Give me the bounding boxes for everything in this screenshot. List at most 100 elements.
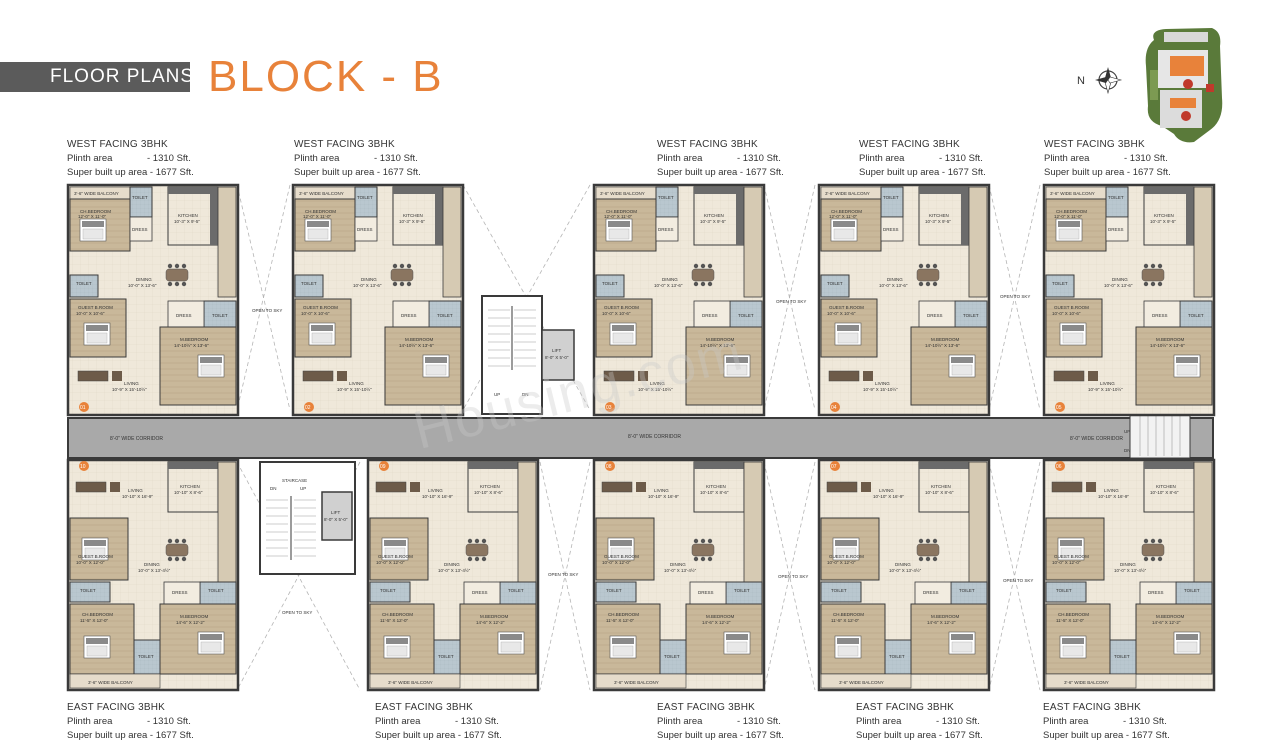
unit-number: 02: [305, 405, 311, 411]
room-size: 12'-0" X 11'-0": [78, 214, 106, 219]
room-size: 10'-10" X 8'-6": [474, 490, 503, 495]
room-label: M.BEDROOM: [1156, 337, 1185, 342]
unit-number: 08: [606, 464, 612, 470]
room-label: M.BEDROOM: [180, 337, 209, 342]
room-size: 11'-5" X 12'-0": [831, 618, 859, 623]
unit-facing: EAST FACING 3BHK: [856, 702, 955, 713]
room-label: KITCHEN: [704, 213, 724, 218]
room-label: DINING: [444, 562, 460, 567]
room-label: TOILET: [132, 195, 148, 200]
plinth-value: - 1310 Sft.: [1123, 716, 1167, 727]
lift-label: LIFT: [552, 348, 562, 353]
room-label: TOILET: [138, 654, 154, 659]
room-size: 10'-0" X 13'-4½": [664, 567, 697, 573]
plinth-label: Plinth area: [657, 153, 703, 164]
plinth-value: - 1310 Sft.: [455, 716, 499, 727]
room-size: 10'-9" X 15'-10½": [638, 386, 673, 392]
room-size: 11'-5" X 12'-0": [1056, 618, 1084, 623]
room-size: 10'-3" X 9'-5": [1150, 219, 1176, 224]
balcony-label: 3'-6" WIDE BALCONY: [825, 191, 870, 196]
room-size: 10'-0" X 13'-4½": [438, 567, 471, 573]
super-value: - 1677 Sft.: [739, 730, 784, 741]
room-label: TOILET: [606, 588, 622, 593]
unit-spec-bottom-5: EAST FACING 3BHK Plinth area- 1310 Sft. …: [1043, 701, 1170, 743]
unit-spec-bottom-3: EAST FACING 3BHK Plinth area- 1310 Sft. …: [657, 701, 784, 743]
plinth-value: - 1310 Sft.: [737, 716, 781, 727]
super-value: - 1677 Sft.: [739, 167, 784, 178]
plinth-value: - 1310 Sft.: [737, 153, 781, 164]
room-size: 10'-0" X 13'-6": [353, 283, 382, 288]
room-label: DRESS: [172, 590, 188, 595]
room-label: TOILET: [301, 281, 317, 286]
balcony-label: 3'-6" WIDE BALCONY: [88, 680, 133, 685]
balcony-label: 3'-6" WIDE BALCONY: [74, 191, 119, 196]
room-label: TOILET: [831, 588, 847, 593]
room-label: TOILET: [1108, 195, 1124, 200]
super-label: Super built up area: [67, 730, 148, 741]
corridor-label: 8'-0" WIDE CORRIDOR: [1070, 436, 1123, 442]
balcony-label: 3'-6" WIDE BALCONY: [299, 191, 344, 196]
room-label: DINING: [136, 277, 152, 282]
room-label: TOILET: [212, 313, 228, 318]
stair-down-label: DN: [270, 486, 277, 491]
room-label: GUEST B.ROOM: [829, 554, 864, 559]
super-value: - 1677 Sft.: [149, 167, 194, 178]
unit-number: 10: [80, 464, 86, 470]
room-label: TOILET: [1188, 313, 1204, 318]
room-size: 10'-0" X 10'-6": [827, 311, 856, 316]
room-label: DRESS: [401, 313, 417, 318]
room-label: LIVING: [650, 381, 665, 386]
plinth-value: - 1310 Sft.: [1124, 153, 1168, 164]
room-label: M.BEDROOM: [706, 614, 735, 619]
unit-number: 09: [380, 464, 386, 470]
unit-facing: WEST FACING 3BHK: [859, 139, 960, 150]
unit-facing: EAST FACING 3BHK: [67, 702, 166, 713]
room-label: M.BEDROOM: [405, 337, 434, 342]
room-label: TOILET: [664, 654, 680, 659]
room-label: KITCHEN: [1154, 213, 1174, 218]
room-size: 10'-10" X 16'-9": [122, 494, 153, 499]
room-size: 14'-10½" X 13'-6": [700, 342, 735, 348]
plinth-label: Plinth area: [294, 153, 340, 164]
room-size: 10'-0" X 12'-0": [602, 560, 631, 565]
room-label: GUEST B.ROOM: [604, 554, 639, 559]
room-label: TOILET: [959, 588, 975, 593]
lift-size: 8'-0" X 5'-0": [545, 355, 569, 360]
staircase-label: STAIRCASE: [282, 478, 307, 483]
room-size: 10'-0" X 12'-0": [1052, 560, 1081, 565]
room-label: TOILET: [208, 588, 224, 593]
super-label: Super built up area: [1044, 167, 1125, 178]
room-label: DRESS: [472, 590, 488, 595]
room-label: KITCHEN: [929, 213, 949, 218]
room-label: DRESS: [1152, 313, 1168, 318]
room-size: 14'-6" X 12'-2": [702, 620, 731, 625]
open-to-sky-label: OPEN TO SKY: [548, 572, 578, 577]
open-to-sky-label: OPEN TO SKY: [778, 574, 808, 579]
room-size: 10'-0" X 13'-6": [1104, 283, 1133, 288]
plinth-label: Plinth area: [657, 716, 703, 727]
plinth-value: - 1310 Sft.: [147, 153, 191, 164]
room-size: 14'-10½" X 13'-6": [925, 342, 960, 348]
unit-spec-top-2: WEST FACING 3BHK Plinth area- 1310 Sft. …: [294, 138, 421, 180]
balcony-label: 3'-6" WIDE BALCONY: [600, 191, 645, 196]
room-label: TOILET: [76, 281, 92, 286]
staircase-top: UP DN LIFT 8'-0" X 5'-0": [481, 295, 575, 415]
open-to-sky-label: OPEN TO SKY: [1000, 294, 1030, 299]
room-label: TOILET: [883, 195, 899, 200]
room-label: DINING: [144, 562, 160, 567]
room-label: KITCHEN: [178, 213, 198, 218]
plinth-label: Plinth area: [859, 153, 905, 164]
room-label: KITCHEN: [931, 484, 951, 489]
room-label: DINING: [895, 562, 911, 567]
room-label: TOILET: [508, 588, 524, 593]
room-label: TOILET: [1114, 654, 1130, 659]
balcony-label: 3'-6" WIDE BALCONY: [614, 680, 659, 685]
room-label: LIVING: [428, 488, 443, 493]
room-size: 10'-10" X 16'-9": [422, 494, 453, 499]
super-label: Super built up area: [294, 167, 375, 178]
room-label: DRESS: [132, 227, 148, 232]
